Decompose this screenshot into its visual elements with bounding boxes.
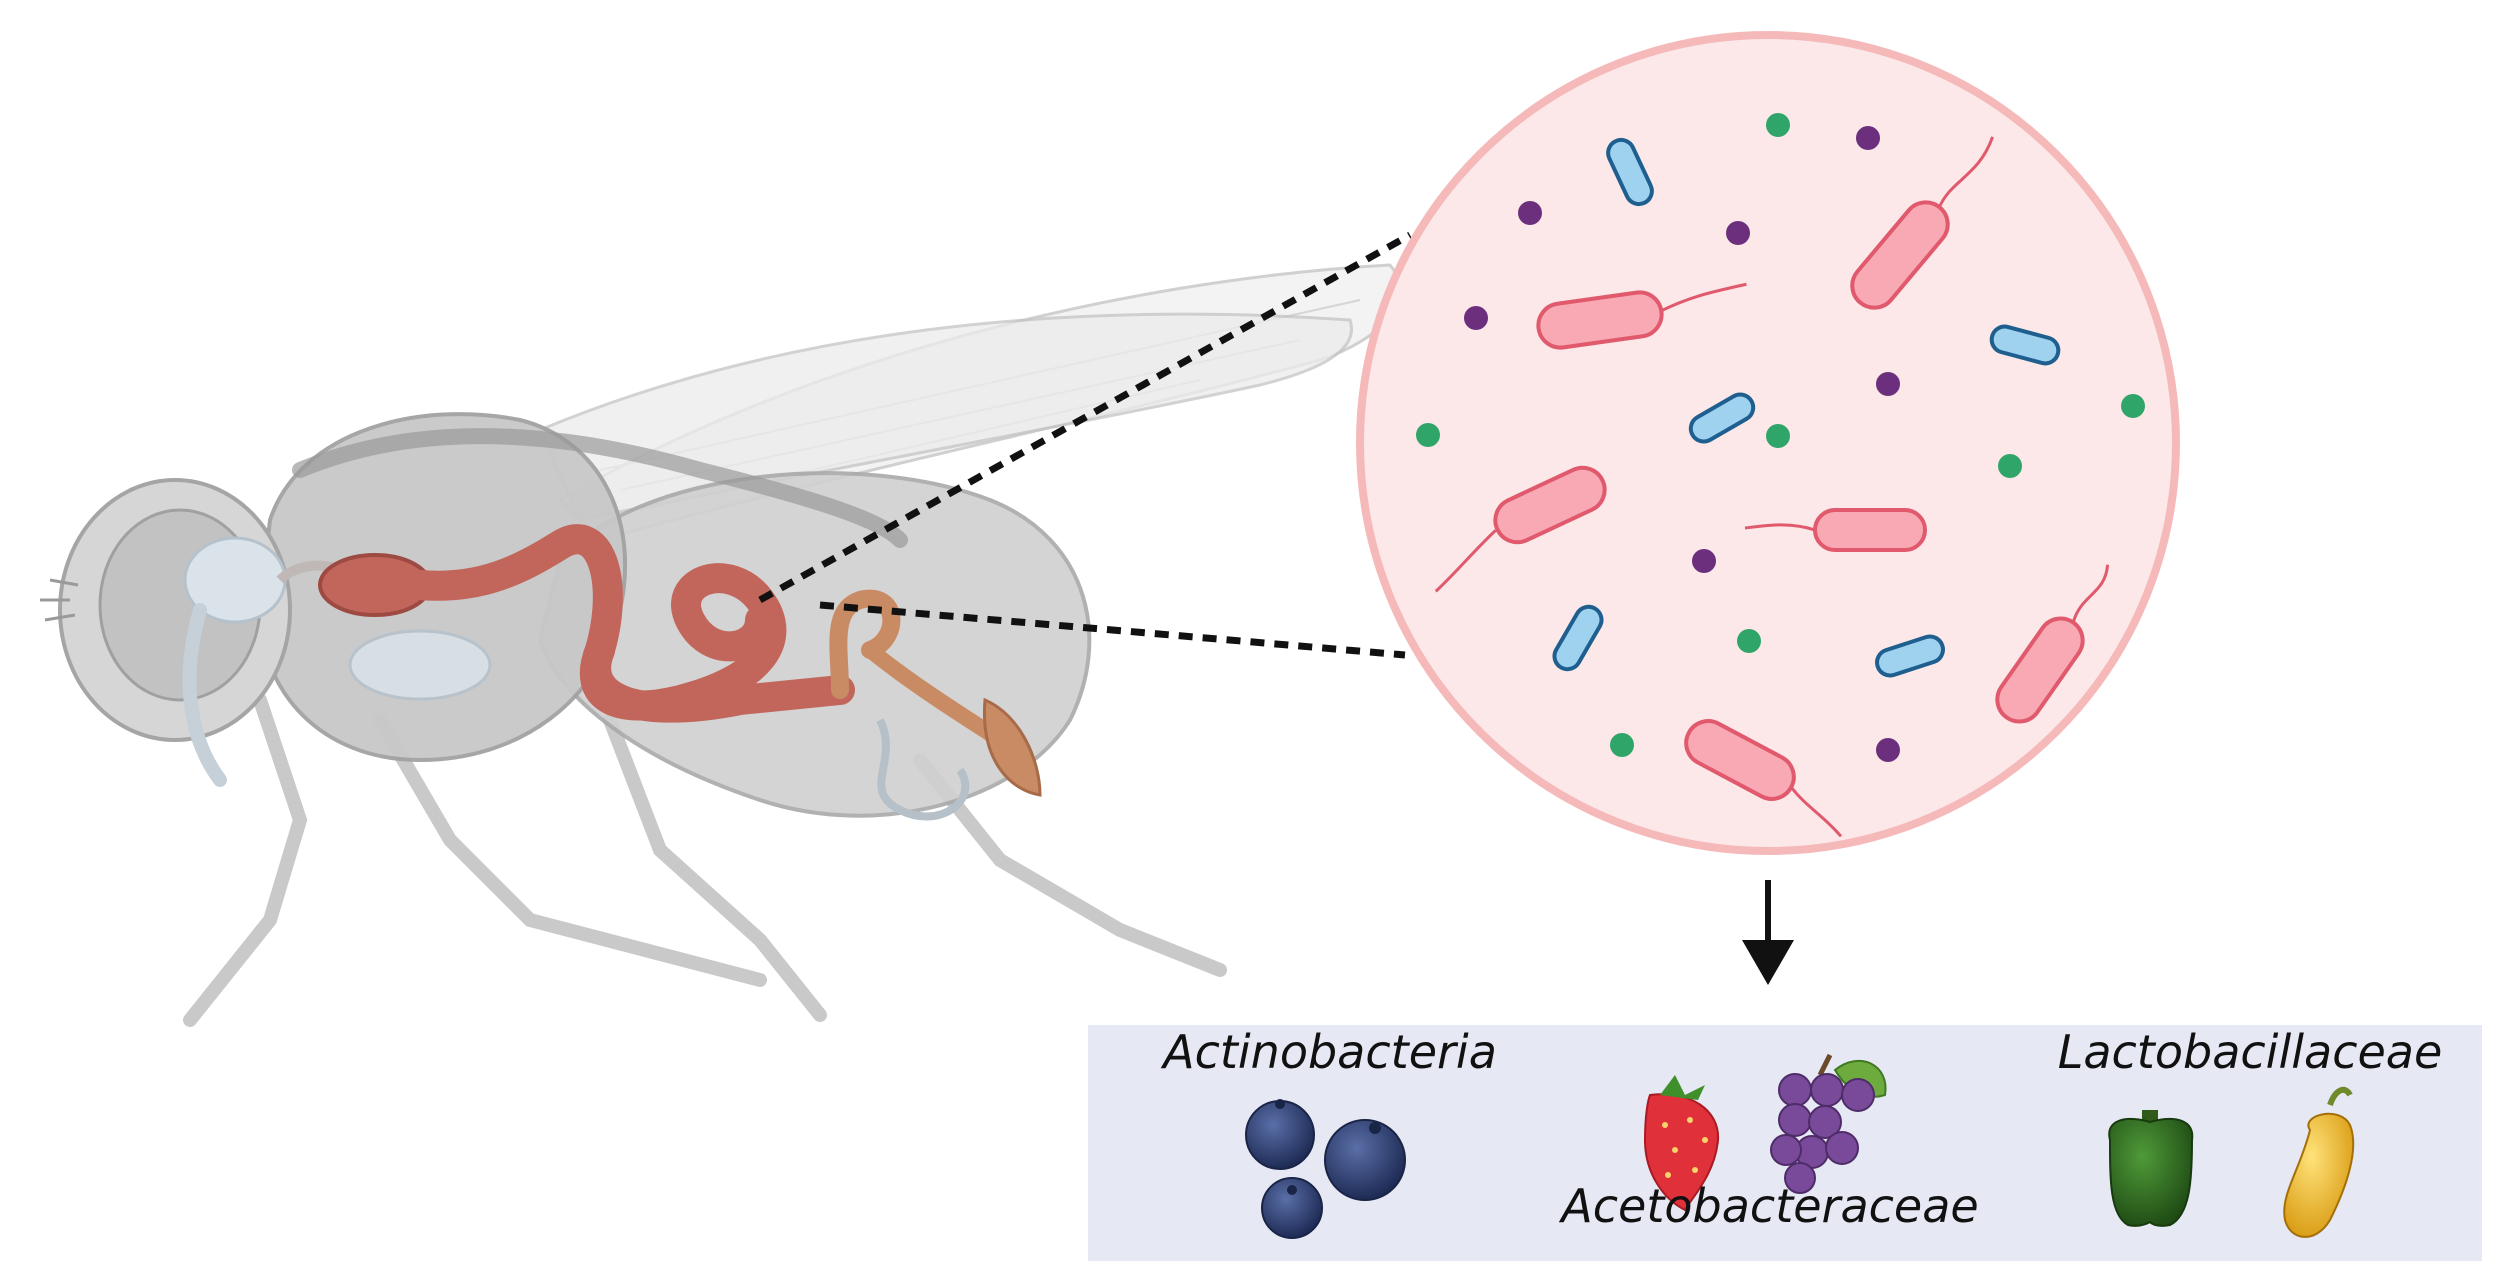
blueberry-icon [1261,1177,1323,1239]
yellow-chili-pepper-icon [2283,1086,2355,1238]
group-label-actinobacteria: Actinobacteria [1160,1025,1497,1079]
zoom-lines [758,231,1412,659]
group-label-lactobacillaceae: Lactobacillaceae [2058,1025,2443,1079]
magnified-circle [1356,31,2180,855]
rod-bacterium-blue [1552,604,1604,672]
coccus-green [1416,113,2145,757]
gut-microbiome-zoom [1356,31,2180,855]
rod-bacterium-pink [1434,465,1607,593]
rod-bacterium-pink [1536,282,1747,350]
arrow-down-icon [1742,880,1794,985]
rod-bacterium-blue [1606,137,1654,207]
fly-abdomen [537,471,1092,818]
strawberry-icon [1643,1075,1720,1212]
rod-bacterium-pink [1684,719,1843,838]
rod-bacterium-pink [1744,508,1927,552]
rod-bacterium-blue [1989,324,2061,366]
green-bell-pepper-icon [2108,1110,2194,1227]
food-association-panel: Actinobacteria [1088,1025,2482,1261]
fly-wing [538,263,1402,542]
rod-bacterium-pink [1850,136,1995,310]
coccus-purple [1464,126,1900,762]
fly-gut [276,524,1042,797]
rod-bacterium-blue [1875,634,1945,678]
blueberry-icon [1324,1119,1406,1201]
fly-legs [183,693,1227,1027]
group-label-acetobacteraceae: Acetobacteraceae [1558,1179,1978,1233]
blueberry-icon [1245,1099,1315,1170]
fruit-fly-illustration [40,263,1402,1027]
rod-bacterium-blue [1688,392,1756,444]
rod-bacterium-pink [1995,564,2110,724]
grape-icon [1770,1053,1887,1194]
